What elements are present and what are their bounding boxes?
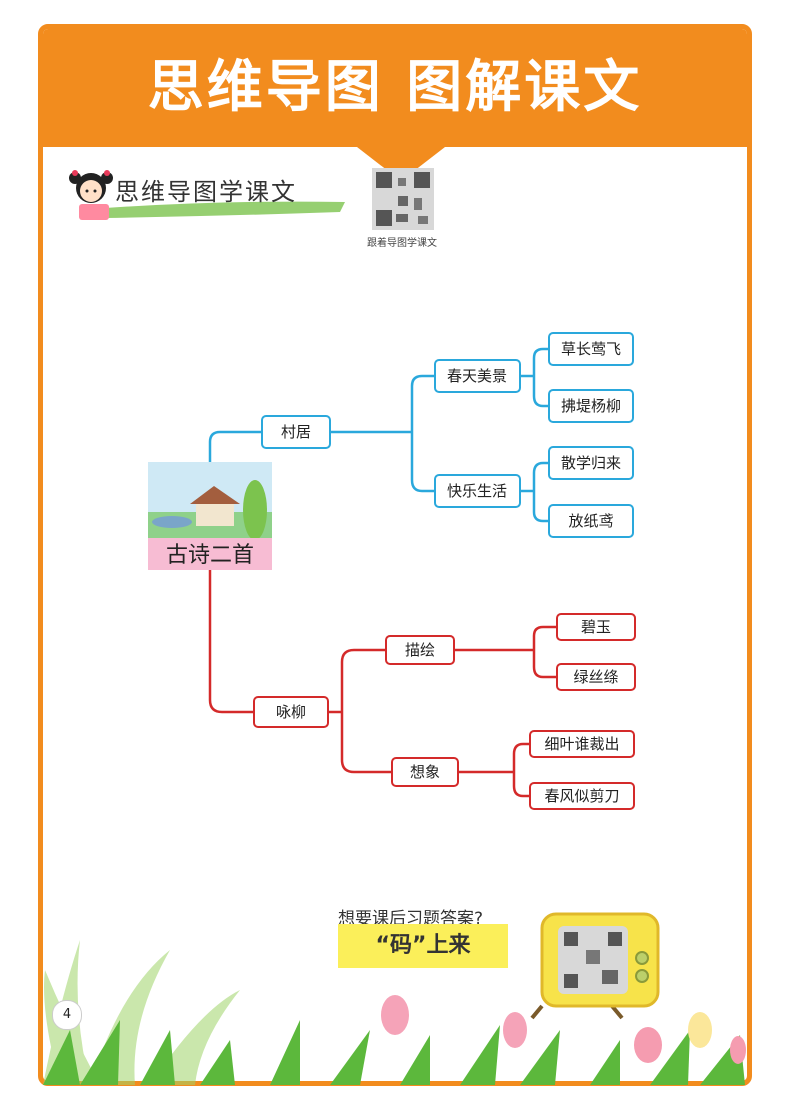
connector-to-leaf-3: [532, 461, 549, 491]
connector-to-xiangxiang: [340, 712, 392, 774]
grass-front-icon: [43, 1020, 745, 1085]
leaf-node: 绿丝绦: [556, 663, 636, 691]
promo-text: “码”上来: [375, 933, 471, 958]
leaf-node: 春风似剪刀: [529, 782, 635, 810]
connector-root-cunju: [208, 430, 262, 462]
tv-qr-icon[interactable]: [502, 910, 662, 1020]
connector-to-leaf-5: [532, 625, 557, 650]
root-node: 古诗二首: [148, 462, 272, 570]
sub-node-label: 春天美景: [447, 367, 507, 385]
sub-node-kuaile: 快乐生活: [434, 474, 521, 508]
leaf-label: 放纸鸢: [568, 512, 613, 530]
sub-node-label: 快乐生活: [447, 482, 507, 500]
connector-to-leaf-2: [532, 376, 549, 408]
leaf-node: 放纸鸢: [548, 504, 634, 538]
leaf-label: 散学归来: [561, 454, 621, 472]
leaf-node: 细叶谁裁出: [529, 730, 635, 758]
branch-node-cunju: 村居: [261, 415, 331, 449]
leaf-label: 碧玉: [581, 618, 611, 636]
connector-to-chuntian: [410, 374, 435, 432]
leaf-node: 散学归来: [548, 446, 634, 480]
qr-code-icon[interactable]: [372, 168, 434, 230]
sub-node-xiangxiang: 想象: [391, 757, 459, 787]
leaf-label: 拂堤杨柳: [561, 397, 621, 415]
connector-root-yongliu: [208, 570, 254, 714]
connector-to-leaf-4: [532, 491, 549, 523]
girl-avatar-icon: [69, 170, 113, 220]
branch-node-yongliu: 咏柳: [253, 696, 329, 728]
section-header: 思维导图学课文: [65, 160, 345, 224]
connector-to-miaohui: [340, 648, 386, 712]
qr-caption: 跟着导图学课文: [367, 238, 437, 249]
root-label: 古诗二首: [166, 543, 254, 568]
branch-connectors-red: [208, 570, 557, 798]
brush-stroke: [105, 201, 345, 218]
section-title: 思维导图学课文: [115, 178, 297, 206]
section-decoration: [69, 170, 345, 220]
illustration-house-icon: [196, 504, 234, 526]
leaf-label: 细叶谁裁出: [544, 735, 619, 753]
root-label-bg: [148, 538, 272, 570]
connector-to-leaf-6: [532, 650, 557, 679]
connector-to-leaf-8: [512, 772, 530, 798]
sub-node-miaohui: 描绘: [385, 635, 455, 665]
leaf-label: 春风似剪刀: [544, 787, 619, 805]
flower-icon: [381, 995, 746, 1064]
illustration-pond-icon: [152, 516, 192, 528]
sub-node-chuntian: 春天美景: [434, 359, 521, 393]
leaf-node: 碧玉: [556, 613, 636, 641]
sub-node-label: 描绘: [405, 641, 435, 659]
promo-banner[interactable]: “码”上来: [338, 924, 508, 968]
page-number: 4: [52, 1000, 82, 1030]
leaf-node: 拂堤杨柳: [548, 389, 634, 423]
leaf-label: 绿丝绦: [573, 668, 618, 686]
grass-decoration: [43, 940, 746, 1085]
connector-to-leaf-7: [512, 742, 530, 772]
sub-node-label: 想象: [410, 763, 440, 781]
branch-connectors-blue: [208, 347, 549, 523]
branch-label: 村居: [281, 423, 311, 441]
connector-to-kuaile: [410, 432, 435, 493]
banner-title: 思维导图 图解课文: [147, 55, 643, 120]
illustration-willow-icon: [243, 480, 267, 540]
illustration-house-roof-icon: [190, 486, 240, 504]
leaf-node: 草长莺飞: [548, 332, 634, 366]
connector-to-leaf-1: [532, 347, 549, 376]
branch-label: 咏柳: [276, 703, 306, 721]
header-banner: [43, 29, 747, 147]
leaf-label: 草长莺飞: [561, 340, 621, 358]
